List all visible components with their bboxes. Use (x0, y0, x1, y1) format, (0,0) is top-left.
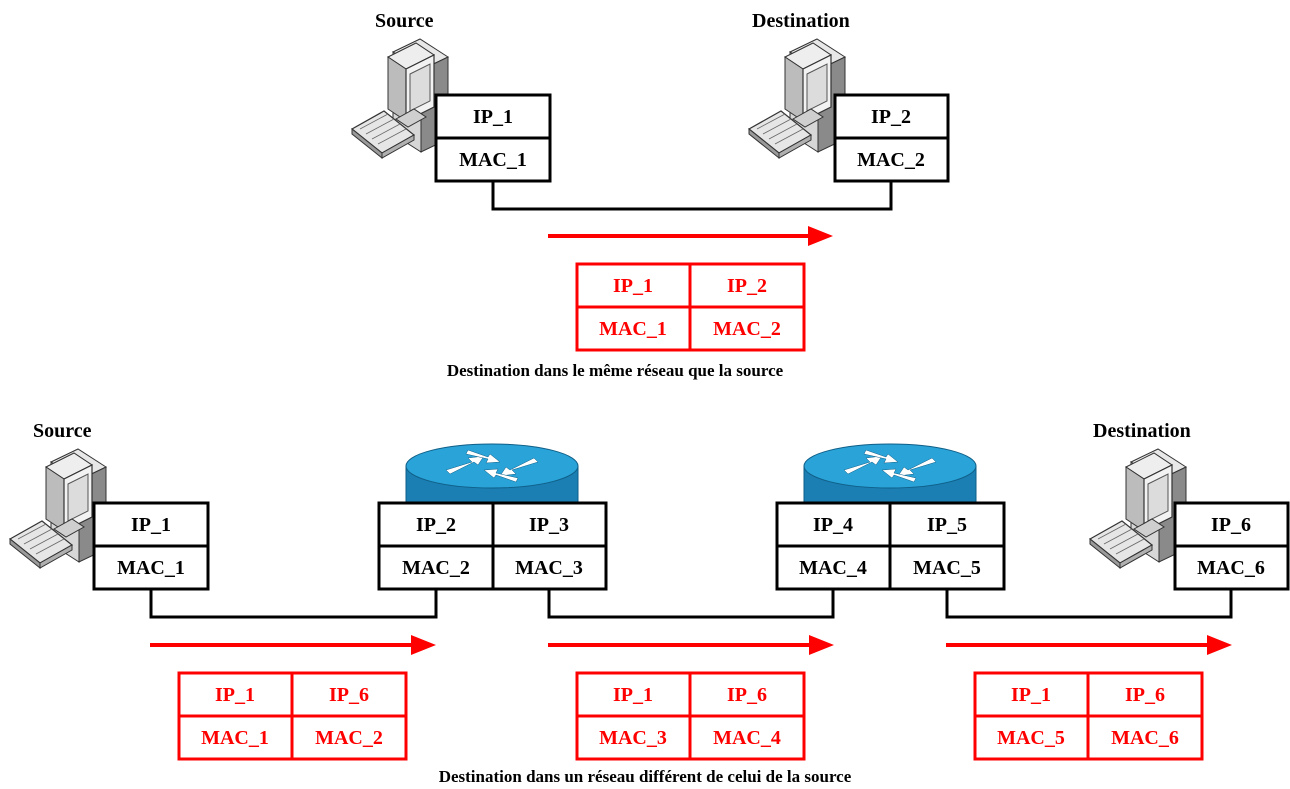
router2-ip-right: IP_5 (927, 514, 967, 536)
segment2-arrow (548, 635, 834, 655)
top-packet-src-ip: IP_1 (613, 275, 653, 297)
bottom-destination-address-box: IP_6 MAC_6 (1173, 501, 1290, 591)
segment3-wire (945, 589, 1233, 619)
bottom-destination-label: Destination (1093, 420, 1191, 442)
packet1-src-mac: MAC_1 (201, 727, 269, 749)
top-destination-ip: IP_2 (871, 106, 911, 128)
router1-ip-right: IP_3 (529, 514, 569, 536)
packet2-dst-mac: MAC_4 (713, 727, 781, 749)
top-caption: Destination dans le même réseau que la s… (447, 361, 784, 380)
segment1-packet: IP_1 IP_6 MAC_1 MAC_2 (177, 671, 408, 761)
top-packet-dst-ip: IP_2 (727, 275, 767, 297)
packet3-src-mac: MAC_5 (997, 727, 1065, 749)
top-packet-src-mac: MAC_1 (599, 318, 667, 340)
packet3-src-ip: IP_1 (1011, 684, 1051, 706)
packet2-dst-ip: IP_6 (727, 684, 767, 706)
top-source-mac: MAC_1 (459, 149, 527, 171)
computer-icon (9, 448, 107, 569)
top-destination-mac: MAC_2 (857, 149, 925, 171)
computer-icon (748, 38, 846, 159)
segment1-wire (149, 589, 438, 619)
top-source-address-box: IP_1 MAC_1 (434, 93, 552, 183)
router2-mac-left: MAC_4 (799, 557, 867, 579)
bottom-source-mac: MAC_1 (117, 557, 185, 579)
packet3-dst-ip: IP_6 (1125, 684, 1165, 706)
segment2-packet: IP_1 IP_6 MAC_3 MAC_4 (575, 671, 806, 761)
top-packet: IP_1 IP_2 MAC_1 MAC_2 (575, 262, 806, 352)
router2-mac-right: MAC_5 (913, 557, 981, 579)
bottom-source-ip: IP_1 (131, 514, 171, 536)
bottom-source-label: Source (33, 420, 92, 442)
computer-icon (1089, 448, 1187, 569)
bottom-destination-ip: IP_6 (1211, 514, 1251, 536)
top-destination-address-box: IP_2 MAC_2 (833, 93, 950, 183)
top-packet-dst-mac: MAC_2 (713, 318, 781, 340)
packet2-src-ip: IP_1 (613, 684, 653, 706)
packet1-dst-mac: MAC_2 (315, 727, 383, 749)
router1-mac-right: MAC_3 (515, 557, 583, 579)
router1-address-box: IP_2 IP_3 MAC_2 MAC_3 (377, 501, 608, 591)
top-destination-label: Destination (752, 10, 850, 32)
packet2-src-mac: MAC_3 (599, 727, 667, 749)
top-source-label: Source (375, 10, 434, 32)
packet1-src-ip: IP_1 (215, 684, 255, 706)
segment2-wire (547, 589, 835, 619)
router1-mac-left: MAC_2 (402, 557, 470, 579)
computer-icon (351, 38, 449, 159)
bottom-source-address-box: IP_1 MAC_1 (92, 501, 210, 591)
router2-ip-left: IP_4 (813, 514, 853, 536)
packet1-dst-ip: IP_6 (329, 684, 369, 706)
top-direction-arrow (548, 226, 833, 246)
bottom-caption: Destination dans un réseau différent de … (439, 767, 852, 786)
top-source-ip: IP_1 (473, 106, 513, 128)
router1-ip-left: IP_2 (416, 514, 456, 536)
router2-address-box: IP_4 IP_5 MAC_4 MAC_5 (775, 501, 1006, 591)
segment3-packet: IP_1 IP_6 MAC_5 MAC_6 (973, 671, 1204, 761)
top-link-wire (491, 181, 893, 211)
bottom-destination-mac: MAC_6 (1197, 557, 1265, 579)
segment1-arrow (150, 635, 436, 655)
packet3-dst-mac: MAC_6 (1111, 727, 1179, 749)
segment3-arrow (946, 635, 1232, 655)
